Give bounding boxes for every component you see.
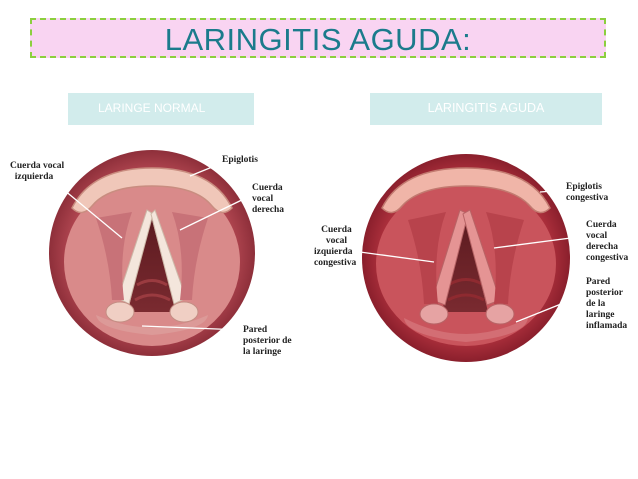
label-posterior-wall: Pared posterior de la laringe	[243, 325, 292, 357]
inflamed-larynx-image	[359, 154, 587, 362]
label-epiglottis: Epiglotis	[222, 155, 258, 165]
caption-normal-larynx: LARINGE NORMAL	[68, 93, 254, 125]
caption-acute-laryngitis-text: LARINGITIS AGUDA	[427, 101, 545, 115]
label-right-vocal-cord-congested: Cuerda vocal derecha congestiva	[586, 220, 629, 263]
label-posterior-wall-inflamed: Pared posterior de la laringe inflamada	[586, 277, 628, 331]
label-right-vocal-cord: Cuerda vocal derecha	[252, 183, 285, 215]
title-banner: LARINGITIS AGUDA:	[30, 18, 606, 58]
label-left-vocal-cord-congested: Cuerda vocal izquierda congestiva	[314, 225, 357, 268]
caption-normal-larynx-text: LARINGE NORMAL	[98, 101, 206, 115]
page-title: LARINGITIS AGUDA:	[164, 22, 472, 57]
normal-larynx-image	[49, 150, 255, 356]
label-left-vocal-cord: Cuerda vocal izquierda	[10, 161, 65, 182]
label-epiglottis-congested: Epiglotis congestiva	[566, 182, 609, 203]
caption-acute-laryngitis: LARINGITIS AGUDA	[370, 93, 602, 125]
